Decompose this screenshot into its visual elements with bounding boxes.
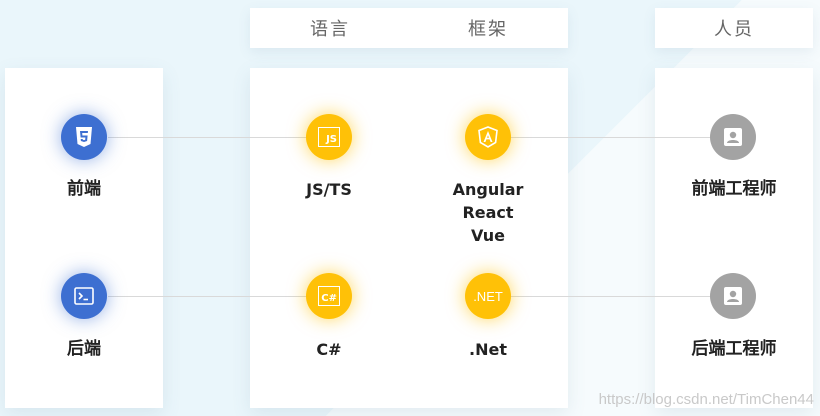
watermark: https://blog.csdn.net/TimChen44 <box>598 391 814 408</box>
person-icon <box>724 128 742 146</box>
backend-node <box>61 273 107 319</box>
panel-tech <box>250 68 568 408</box>
framework-backend-label: .Net <box>469 340 507 359</box>
html5-icon <box>76 127 92 147</box>
dotnet-icon: .NET <box>473 288 503 304</box>
backend-engineer-node <box>710 273 756 319</box>
js-label: JS/TS <box>306 180 352 199</box>
header-framework: 框架 <box>468 19 508 40</box>
header-people: 人员 <box>655 8 813 48</box>
javascript-file-icon: JS <box>318 127 340 147</box>
connector-backend-role <box>510 296 732 297</box>
framework-angular: Angular <box>452 180 524 199</box>
dotnet-node: .NET <box>465 273 511 319</box>
frontend-node <box>61 114 107 160</box>
js-node: JS <box>306 114 352 160</box>
connector-frontend-role <box>510 137 732 138</box>
backend-label: 后端 <box>67 339 101 359</box>
framework-react: React <box>462 203 514 222</box>
connector-frontend-category <box>108 137 330 138</box>
angular-icon <box>478 126 498 148</box>
csharp-label: C# <box>316 340 342 359</box>
backend-engineer-label: 后端工程师 <box>691 339 777 359</box>
framework-vue: Vue <box>470 226 506 245</box>
framework-frontend-label: Angular React Vue <box>418 178 558 247</box>
header-language: 语言 <box>310 19 350 40</box>
terminal-icon <box>74 287 94 305</box>
csharp-node: C# <box>306 273 352 319</box>
angular-node <box>465 114 511 160</box>
frontend-engineer-label: 前端工程师 <box>691 179 777 199</box>
person-icon <box>724 287 742 305</box>
frontend-label: 前端 <box>67 179 101 199</box>
connector-backend-category <box>108 296 330 297</box>
csharp-file-icon: C# <box>318 286 340 306</box>
header-bar-main: 语言 框架 <box>250 8 568 48</box>
frontend-engineer-node <box>710 114 756 160</box>
